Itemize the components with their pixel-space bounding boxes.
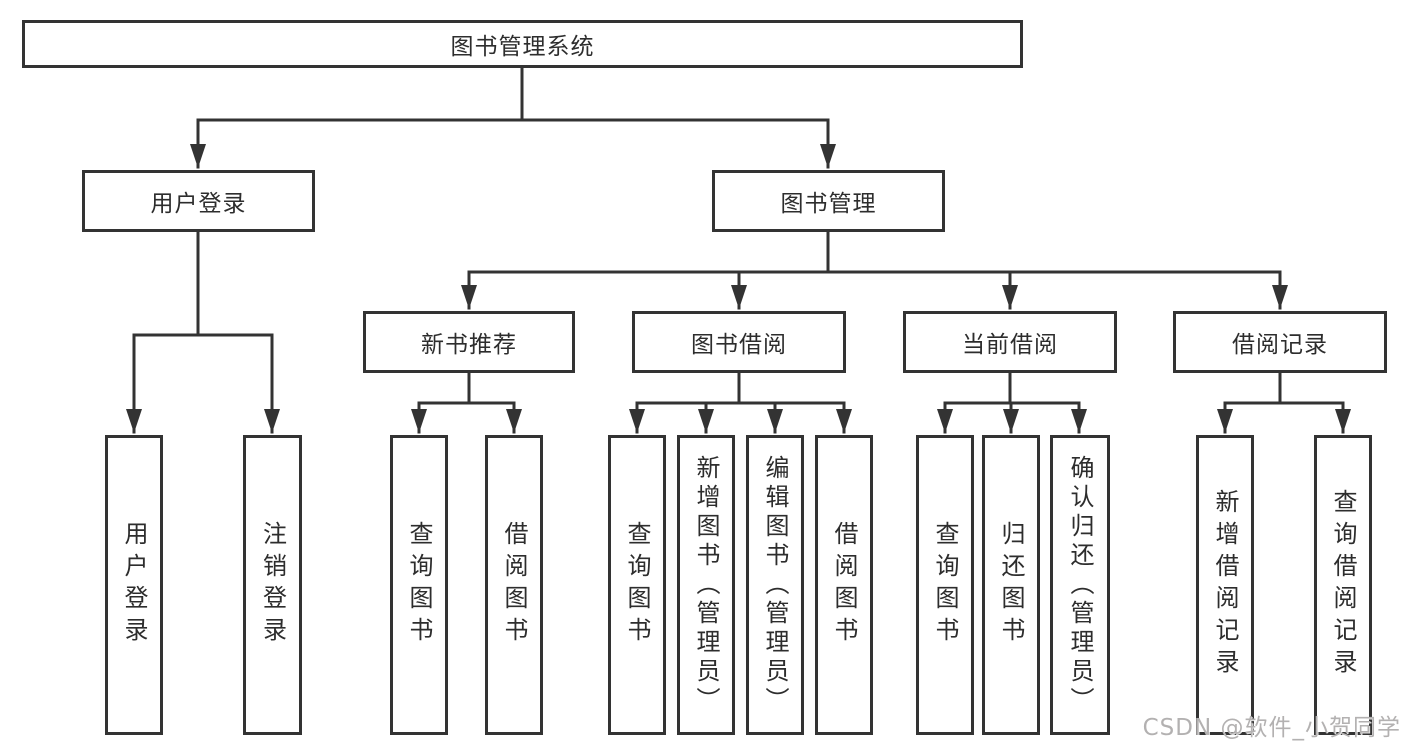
node-borrow-records: 借阅记录 — [1173, 311, 1387, 373]
node-leaf-current-query-book-label: 查询图书 — [931, 521, 959, 649]
node-new-book-recommend-label: 新书推荐 — [421, 332, 517, 358]
node-leaf-borrow-book: 借阅图书 — [815, 435, 873, 735]
node-leaf-edit-book-admin-label: 编辑图书（管理员） — [761, 454, 789, 716]
node-leaf-user-login-label: 用户登录 — [120, 521, 148, 649]
node-current-borrow: 当前借阅 — [903, 311, 1117, 373]
edges-book-borrow — [629, 371, 852, 434]
node-leaf-edit-book-admin: 编辑图书（管理员） — [746, 435, 804, 735]
edges-borrow-records — [1217, 371, 1351, 434]
edges-book-management — [461, 230, 1288, 310]
node-leaf-borrow-query-book: 查询图书 — [608, 435, 666, 735]
node-leaf-add-borrow-record-label: 新增借阅记录 — [1211, 489, 1239, 681]
node-book-management: 图书管理 — [712, 170, 945, 232]
edges-user-login — [126, 230, 280, 434]
node-root: 图书管理系统 — [22, 20, 1023, 68]
node-leaf-logout-label: 注销登录 — [258, 521, 287, 649]
node-leaf-borrow-book-label: 借阅图书 — [830, 521, 858, 649]
node-book-borrow: 图书借阅 — [632, 311, 846, 373]
node-leaf-recommend-query-book-label: 查询图书 — [405, 521, 433, 649]
edges-root — [190, 66, 836, 169]
node-user-login: 用户登录 — [82, 170, 315, 232]
node-book-borrow-label: 图书借阅 — [691, 332, 787, 358]
node-leaf-return-book: 归还图书 — [982, 435, 1040, 735]
node-leaf-add-book-admin: 新增图书（管理员） — [677, 435, 735, 735]
node-book-management-label: 图书管理 — [780, 191, 877, 217]
node-leaf-query-borrow-record: 查询借阅记录 — [1314, 435, 1372, 735]
edges-new-book-recommend — [411, 371, 522, 434]
node-leaf-add-borrow-record: 新增借阅记录 — [1196, 435, 1254, 735]
csdn-watermark: CSDN @软件_小贺同学 — [1142, 715, 1401, 741]
node-user-login-label: 用户登录 — [150, 191, 247, 217]
node-leaf-confirm-return-admin-label: 确认归还（管理员） — [1066, 454, 1094, 716]
node-leaf-logout: 注销登录 — [243, 435, 302, 735]
node-leaf-recommend-query-book: 查询图书 — [390, 435, 448, 735]
node-new-book-recommend: 新书推荐 — [363, 311, 575, 373]
node-leaf-query-borrow-record-label: 查询借阅记录 — [1329, 489, 1357, 681]
node-leaf-recommend-borrow-book: 借阅图书 — [485, 435, 543, 735]
node-root-label: 图书管理系统 — [450, 34, 595, 60]
edges-current-borrow — [937, 371, 1087, 434]
node-leaf-current-query-book: 查询图书 — [916, 435, 974, 735]
node-current-borrow-label: 当前借阅 — [962, 332, 1058, 358]
node-leaf-confirm-return-admin: 确认归还（管理员） — [1050, 435, 1110, 735]
node-borrow-records-label: 借阅记录 — [1232, 332, 1328, 358]
node-leaf-borrow-query-book-label: 查询图书 — [623, 521, 651, 649]
node-leaf-user-login: 用户登录 — [105, 435, 163, 735]
node-leaf-add-book-admin-label: 新增图书（管理员） — [692, 454, 720, 716]
node-leaf-recommend-borrow-book-label: 借阅图书 — [500, 521, 528, 649]
node-leaf-return-book-label: 归还图书 — [997, 521, 1025, 649]
